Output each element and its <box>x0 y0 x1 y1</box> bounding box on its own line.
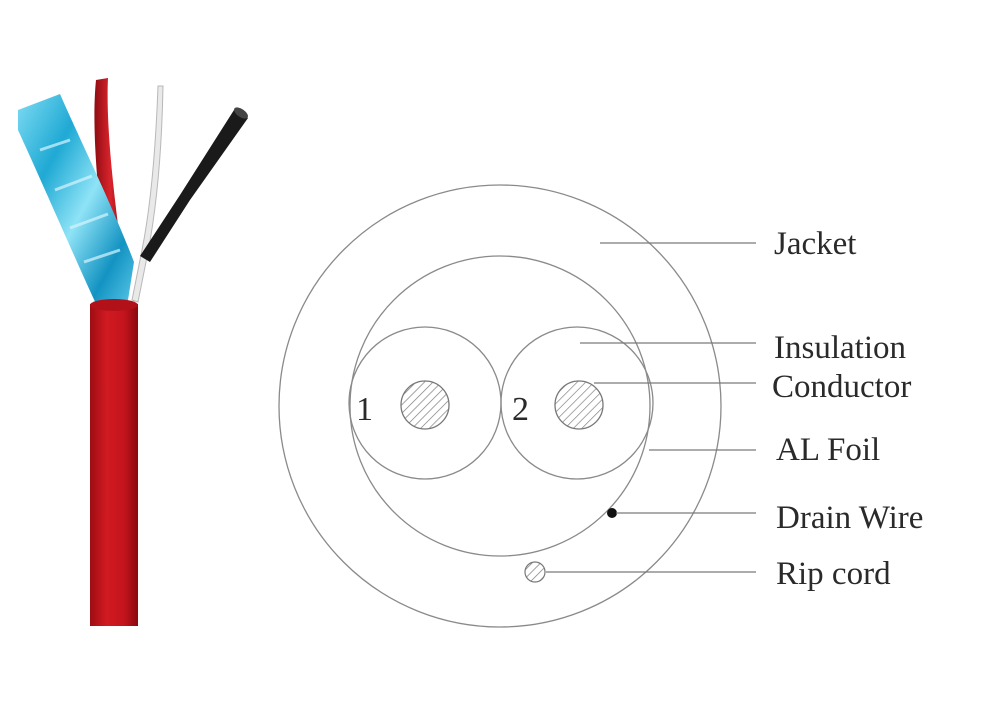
cross-section: 1 2 <box>278 184 722 628</box>
label-insulation: Insulation <box>774 330 906 366</box>
label-rip-cord: Rip cord <box>776 556 891 592</box>
al-foil-ring <box>349 255 651 557</box>
conductor-1 <box>400 380 450 430</box>
drain-wire-dot <box>607 508 617 518</box>
label-drain-wire: Drain Wire <box>776 500 923 536</box>
label-al-foil: AL Foil <box>776 432 880 468</box>
leader-lines <box>546 242 756 573</box>
al-foil-wrap <box>18 94 134 308</box>
conductor-number-2: 2 <box>512 391 529 428</box>
label-conductor: Conductor <box>772 369 911 405</box>
drain-wire-strand <box>131 85 164 303</box>
black-conductor-wire <box>140 110 248 262</box>
cable-illustration <box>18 78 248 626</box>
labels: Jacket Insulation Conductor AL Foil Drai… <box>772 226 923 592</box>
label-jacket: Jacket <box>774 226 856 262</box>
conductor-2 <box>554 380 604 430</box>
rip-cord-circle <box>524 561 546 583</box>
jacket-ring <box>278 184 722 628</box>
insulation-2 <box>500 326 654 480</box>
conductor-number-1: 1 <box>356 391 373 428</box>
outer-jacket <box>90 304 138 626</box>
